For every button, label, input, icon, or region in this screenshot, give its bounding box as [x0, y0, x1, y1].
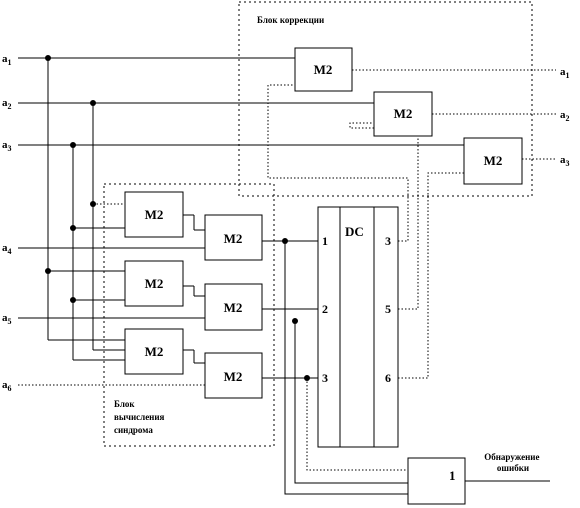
- or-gate: [407, 457, 466, 505]
- syn-m2-1-label: M2: [145, 207, 164, 222]
- corr-m2-1-box: [294, 47, 353, 92]
- decoder-dc: [317, 206, 399, 448]
- junction-a1-top: [45, 55, 51, 61]
- output-label-a3: a3: [560, 154, 570, 168]
- syn2-m2-2-label: M2: [224, 300, 243, 315]
- route-s1-to-or: [284, 241, 408, 495]
- corr-m2-1-label: M2: [314, 62, 333, 77]
- syn-m2-3-label: M2: [145, 344, 164, 359]
- syn-m2-1-box: [124, 191, 184, 238]
- corr-m2-3-label: M2: [484, 153, 503, 168]
- junction-a3-gate2: [70, 297, 76, 303]
- decoder-in-pin-2: 2: [322, 302, 328, 316]
- junction-a2-top: [90, 100, 96, 106]
- syn2-m2-2: M2: [204, 283, 263, 331]
- error-detection-caption-line-1: Обнаружение: [484, 452, 539, 462]
- syndrome-caption-line-3: синдрома: [114, 425, 153, 435]
- syn2-m2-1-box: [204, 214, 263, 261]
- or-gate-label: 1: [449, 468, 456, 483]
- route-dc6-to-corr3: [398, 172, 464, 379]
- corr-m2-2-label: M2: [394, 106, 413, 121]
- junction-a3-top: [70, 142, 76, 148]
- decoder-out-pin-5: 5: [385, 302, 391, 316]
- input-label-a1: a1: [2, 53, 12, 67]
- syndrome-caption-line-1: Блок: [114, 399, 135, 409]
- syndrome-block-caption: Блок вычисления синдрома: [114, 399, 167, 435]
- route-dc3-to-corr1: [267, 84, 409, 242]
- syndrome-caption-line-2: вычисления: [114, 412, 165, 422]
- junction-a1-gate2: [45, 268, 51, 274]
- input-label-a2: a2: [2, 97, 12, 111]
- route-s3-to-or: [306, 378, 408, 471]
- output-label-a2: a2: [560, 109, 570, 123]
- syn-m2-2-box: [124, 260, 184, 307]
- output-label-a1: a1: [560, 66, 570, 80]
- decoder-in-pin-3: 3: [322, 371, 328, 385]
- error-detection-caption: Обнаружение ошибки: [484, 452, 541, 473]
- input-label-a5: a5: [2, 312, 12, 326]
- error-detection-caption-line-2: ошибки: [497, 463, 529, 473]
- syndrome-block-boundary: [103, 183, 275, 447]
- corr-m2-3-box: [463, 137, 523, 185]
- input-label-a6: a6: [2, 379, 12, 393]
- input-label-a4: a4: [2, 242, 12, 256]
- decoder-in-pin-1: 1: [322, 234, 328, 248]
- decoder-out-pin-6: 6: [385, 371, 391, 385]
- junction-a2-gate1: [90, 201, 96, 207]
- syn2-m2-1: M2: [204, 214, 263, 261]
- corr-m2-2: M2: [373, 91, 433, 137]
- syn2-m2-3-label: M2: [224, 369, 243, 384]
- syn2-m2-2-box: [204, 283, 263, 331]
- syn-m2-1: M2: [124, 191, 184, 238]
- syn2-m2-1-label: M2: [224, 231, 243, 246]
- junction-a3-gate1: [70, 225, 76, 231]
- syn-m2-3-box: [124, 328, 184, 375]
- decoder-label: DC: [345, 224, 364, 239]
- decoder-out-pin-3: 3: [385, 234, 391, 248]
- corr-m2-1: M2: [294, 47, 353, 92]
- syn2-m2-3-box: [204, 352, 263, 399]
- correction-block-caption: Блок коррекции: [257, 15, 324, 25]
- syn-m2-2-label: M2: [145, 276, 164, 291]
- correction-block-boundary: [238, 1, 533, 197]
- syn-m2-2: M2: [124, 260, 184, 307]
- syn-m2-3: M2: [124, 328, 184, 375]
- input-label-a3: a3: [2, 139, 12, 153]
- route-s2-to-or: [294, 321, 408, 484]
- syn2-m2-3: M2: [204, 352, 263, 399]
- corr-m2-2-box: [373, 91, 433, 137]
- corr-m2-3: M2: [463, 137, 523, 185]
